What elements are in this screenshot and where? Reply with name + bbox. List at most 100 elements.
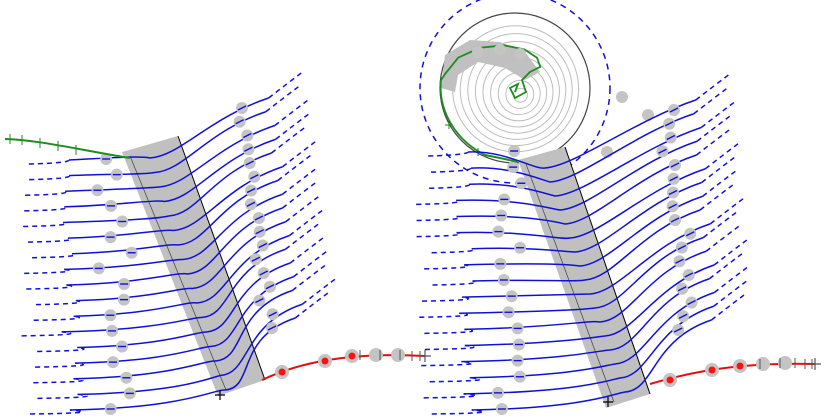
dashed-curve-tail-right [713,238,749,266]
dashed-curve-tail-left [33,315,80,321]
bottom-cross-marker [215,390,225,400]
band-inner-line [525,163,615,403]
solid-curve [471,319,712,411]
green-cross [445,121,453,129]
dot-mark [677,286,687,292]
end-cross-marker [419,350,431,362]
right-panel [416,0,821,415]
dot-mark [678,313,688,319]
dashed-curve-tail-right [274,98,310,127]
dashed-curve-tail-right [268,71,304,99]
solid-curve [469,126,702,197]
solid-curve [461,223,711,298]
green-path [484,154,519,163]
dashed-curve-tail-right [285,222,320,250]
dashed-curve-tail-right [702,169,738,197]
dot-mark [265,284,275,290]
dashed-curve-tail-left [26,284,73,290]
dot-mark [673,327,683,333]
grey-dot [391,348,405,362]
dashed-curve-tail-left [21,331,72,337]
dot-mark [259,270,268,276]
dashed-curve-tail-right [293,250,328,278]
red-dot [321,357,329,365]
dashed-curve-tail-right [709,197,745,225]
dashed-curve-tail-left [23,221,67,228]
dot-mark [267,325,277,331]
outer-dashed-circle [419,0,611,184]
dashed-curve-tail-left [428,151,469,157]
dashed-curve-tail-right [275,112,311,140]
spiral-ring [467,40,567,140]
dot-mark [668,189,678,196]
dashed-curve-tail-left [37,346,85,353]
green-path [4,138,131,159]
solid-curve [463,305,714,395]
dashed-curve-tail-right [282,140,318,168]
dot-mark [668,203,677,209]
dashed-curve-tail-right [708,252,744,280]
grey-dot [369,348,383,362]
dashed-curve-tail-left [24,206,67,212]
dashed-curve-tail-right [713,265,749,294]
spiral-ring [505,79,535,109]
dashed-curve-tail-left [28,159,70,165]
dashed-curve-tail-left [35,299,81,306]
dashed-curve-tail-right [294,291,330,319]
dot-mark [237,105,247,111]
dashed-curve-tail-left [416,215,461,222]
dashed-curve-tail-right [702,210,738,239]
dot-mark [246,187,256,194]
dot-mark [251,256,261,262]
red-dot [348,352,356,360]
solid-curve [69,317,296,411]
dashed-curve-tail-right [705,224,741,252]
grey-dot [616,91,628,103]
solid-curve [464,250,707,331]
dot-mark [245,160,255,166]
dot-mark [255,229,264,235]
solid-curve [456,154,697,225]
solid-curve [77,303,303,396]
green-arc [439,79,486,156]
dashed-curve-tail-left [416,231,462,238]
solid-curve [456,168,706,240]
solid-curve [65,124,276,192]
dashed-curve-tail-left [25,190,67,196]
dashed-curve-tail-right [301,277,337,305]
dashed-curve-tail-left [419,312,468,318]
dashed-curve-tail-right [696,114,732,142]
dashed-curve-tail-left [29,174,70,181]
band-edge-line [177,135,266,381]
dashed-curve-tail-left [431,248,475,254]
band-inner-line [129,155,227,391]
dashed-curve-tail-right [701,155,737,184]
dot-mark [670,217,680,223]
dashed-curve-tail-right [289,236,325,264]
dot-mark [685,231,695,237]
dashed-curve-tail-left [27,237,72,243]
dot-mark [244,146,253,152]
dashed-curve-tail-right [271,126,306,154]
solid-curve [469,291,715,379]
red-dot [736,362,744,370]
dashed-curve-tail-right [289,208,324,237]
end-cross-marker [809,358,821,370]
dot-mark [684,272,694,278]
dot-mark [268,311,277,317]
dot-mark [670,162,680,168]
dashed-curve-tail-left [421,296,470,302]
dot-mark [258,242,268,249]
dot-mark [255,297,264,304]
dashed-curve-tail-left [424,344,475,351]
dashed-curve-tail-left [32,253,76,259]
dot-mark [246,201,256,207]
dashed-curve-tail-left [424,328,474,335]
dashed-curve-tail-right [704,142,740,170]
dot-mark [254,215,264,221]
red-dot [666,376,674,384]
dot-mark [249,174,259,180]
solid-curve [77,262,291,349]
grey-dot [756,357,770,371]
